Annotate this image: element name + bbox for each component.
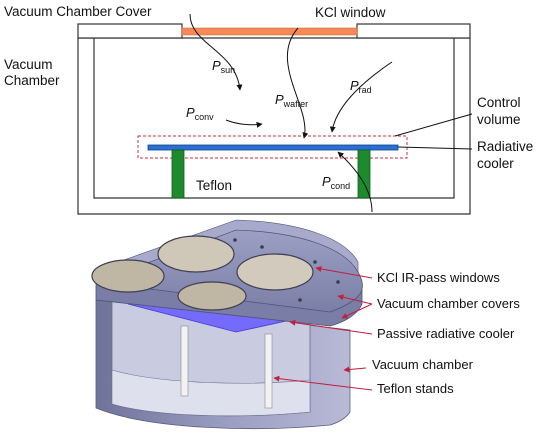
callout-kcl-windows: KCl IR-pass windows (377, 270, 500, 285)
screw-hole (298, 298, 302, 302)
callout-cooler: Passive radiative cooler (377, 326, 515, 341)
cover-label: Vacuum Chamber Cover (4, 4, 152, 19)
top-cover-rim (95, 219, 359, 283)
bottom-3d-cutaway: KCl IR-pass windows Vacuum chamber cover… (91, 219, 520, 429)
kcl-window (181, 27, 358, 36)
p-sun-label: Psun (212, 58, 235, 75)
leader-teflon (273, 375, 373, 391)
kcl-window-1 (157, 235, 235, 273)
control-volume-leader (394, 113, 473, 137)
p-conv-arrow (225, 119, 263, 128)
leader-kcl-windows (315, 265, 373, 279)
control-volume-label-line2: volume (477, 112, 521, 127)
teflon-label: Teflon (196, 178, 232, 193)
leader-cooler (289, 319, 373, 335)
kcl-window-3 (91, 259, 165, 293)
p-rad-label: Prad (350, 78, 372, 95)
vacuum-chamber-cover-left (77, 23, 183, 39)
chamber-floor (111, 369, 311, 417)
radiative-cooler-leader (397, 146, 473, 150)
radiative-cooler-label-line1: Radiative (477, 139, 533, 154)
screw-hole (260, 245, 264, 249)
vacuum-chamber-walls (77, 37, 471, 215)
chamber-label-line1: Vacuum (4, 57, 53, 72)
p-conv-label: Pconv (186, 105, 214, 122)
chamber-label-line2: Chamber (4, 73, 60, 88)
vacuum-chamber-cover-right (356, 23, 471, 39)
kcl-window-label: KCl window (315, 5, 386, 20)
p-sun-arrow (189, 13, 243, 91)
radiative-cooler-label-line2: cooler (477, 156, 514, 171)
p-rad-arrow (329, 61, 393, 133)
control-volume-label-line1: Control (477, 95, 521, 110)
screw-hole (233, 238, 237, 242)
leader-chamber (343, 366, 367, 373)
p-cond-arrow (337, 151, 373, 213)
screw-hole (336, 280, 340, 284)
p-wafter-label: Pwafter (275, 92, 308, 109)
kcl-window-4 (177, 281, 247, 311)
callout-chamber: Vacuum chamber (372, 357, 474, 372)
leader-covers-b (341, 303, 373, 319)
teflon-stand-right (264, 333, 273, 409)
leader-covers-a (337, 294, 373, 305)
callout-teflon: Teflon stands (377, 381, 454, 396)
teflon-stand-left (180, 325, 189, 397)
callout-covers: Vacuum chamber covers (377, 296, 520, 311)
teflon-leg-left (171, 149, 185, 199)
p-cond-label: Pcond (322, 174, 350, 191)
screw-hole (313, 260, 317, 264)
kcl-window-2 (236, 253, 314, 291)
teflon-leg-right (357, 149, 371, 199)
radiative-cooler-plate (147, 144, 399, 151)
p-wafter-arrow (286, 27, 309, 139)
top-schematic: Vacuum Chamber Cover KCl window Vacuum C… (4, 4, 533, 215)
